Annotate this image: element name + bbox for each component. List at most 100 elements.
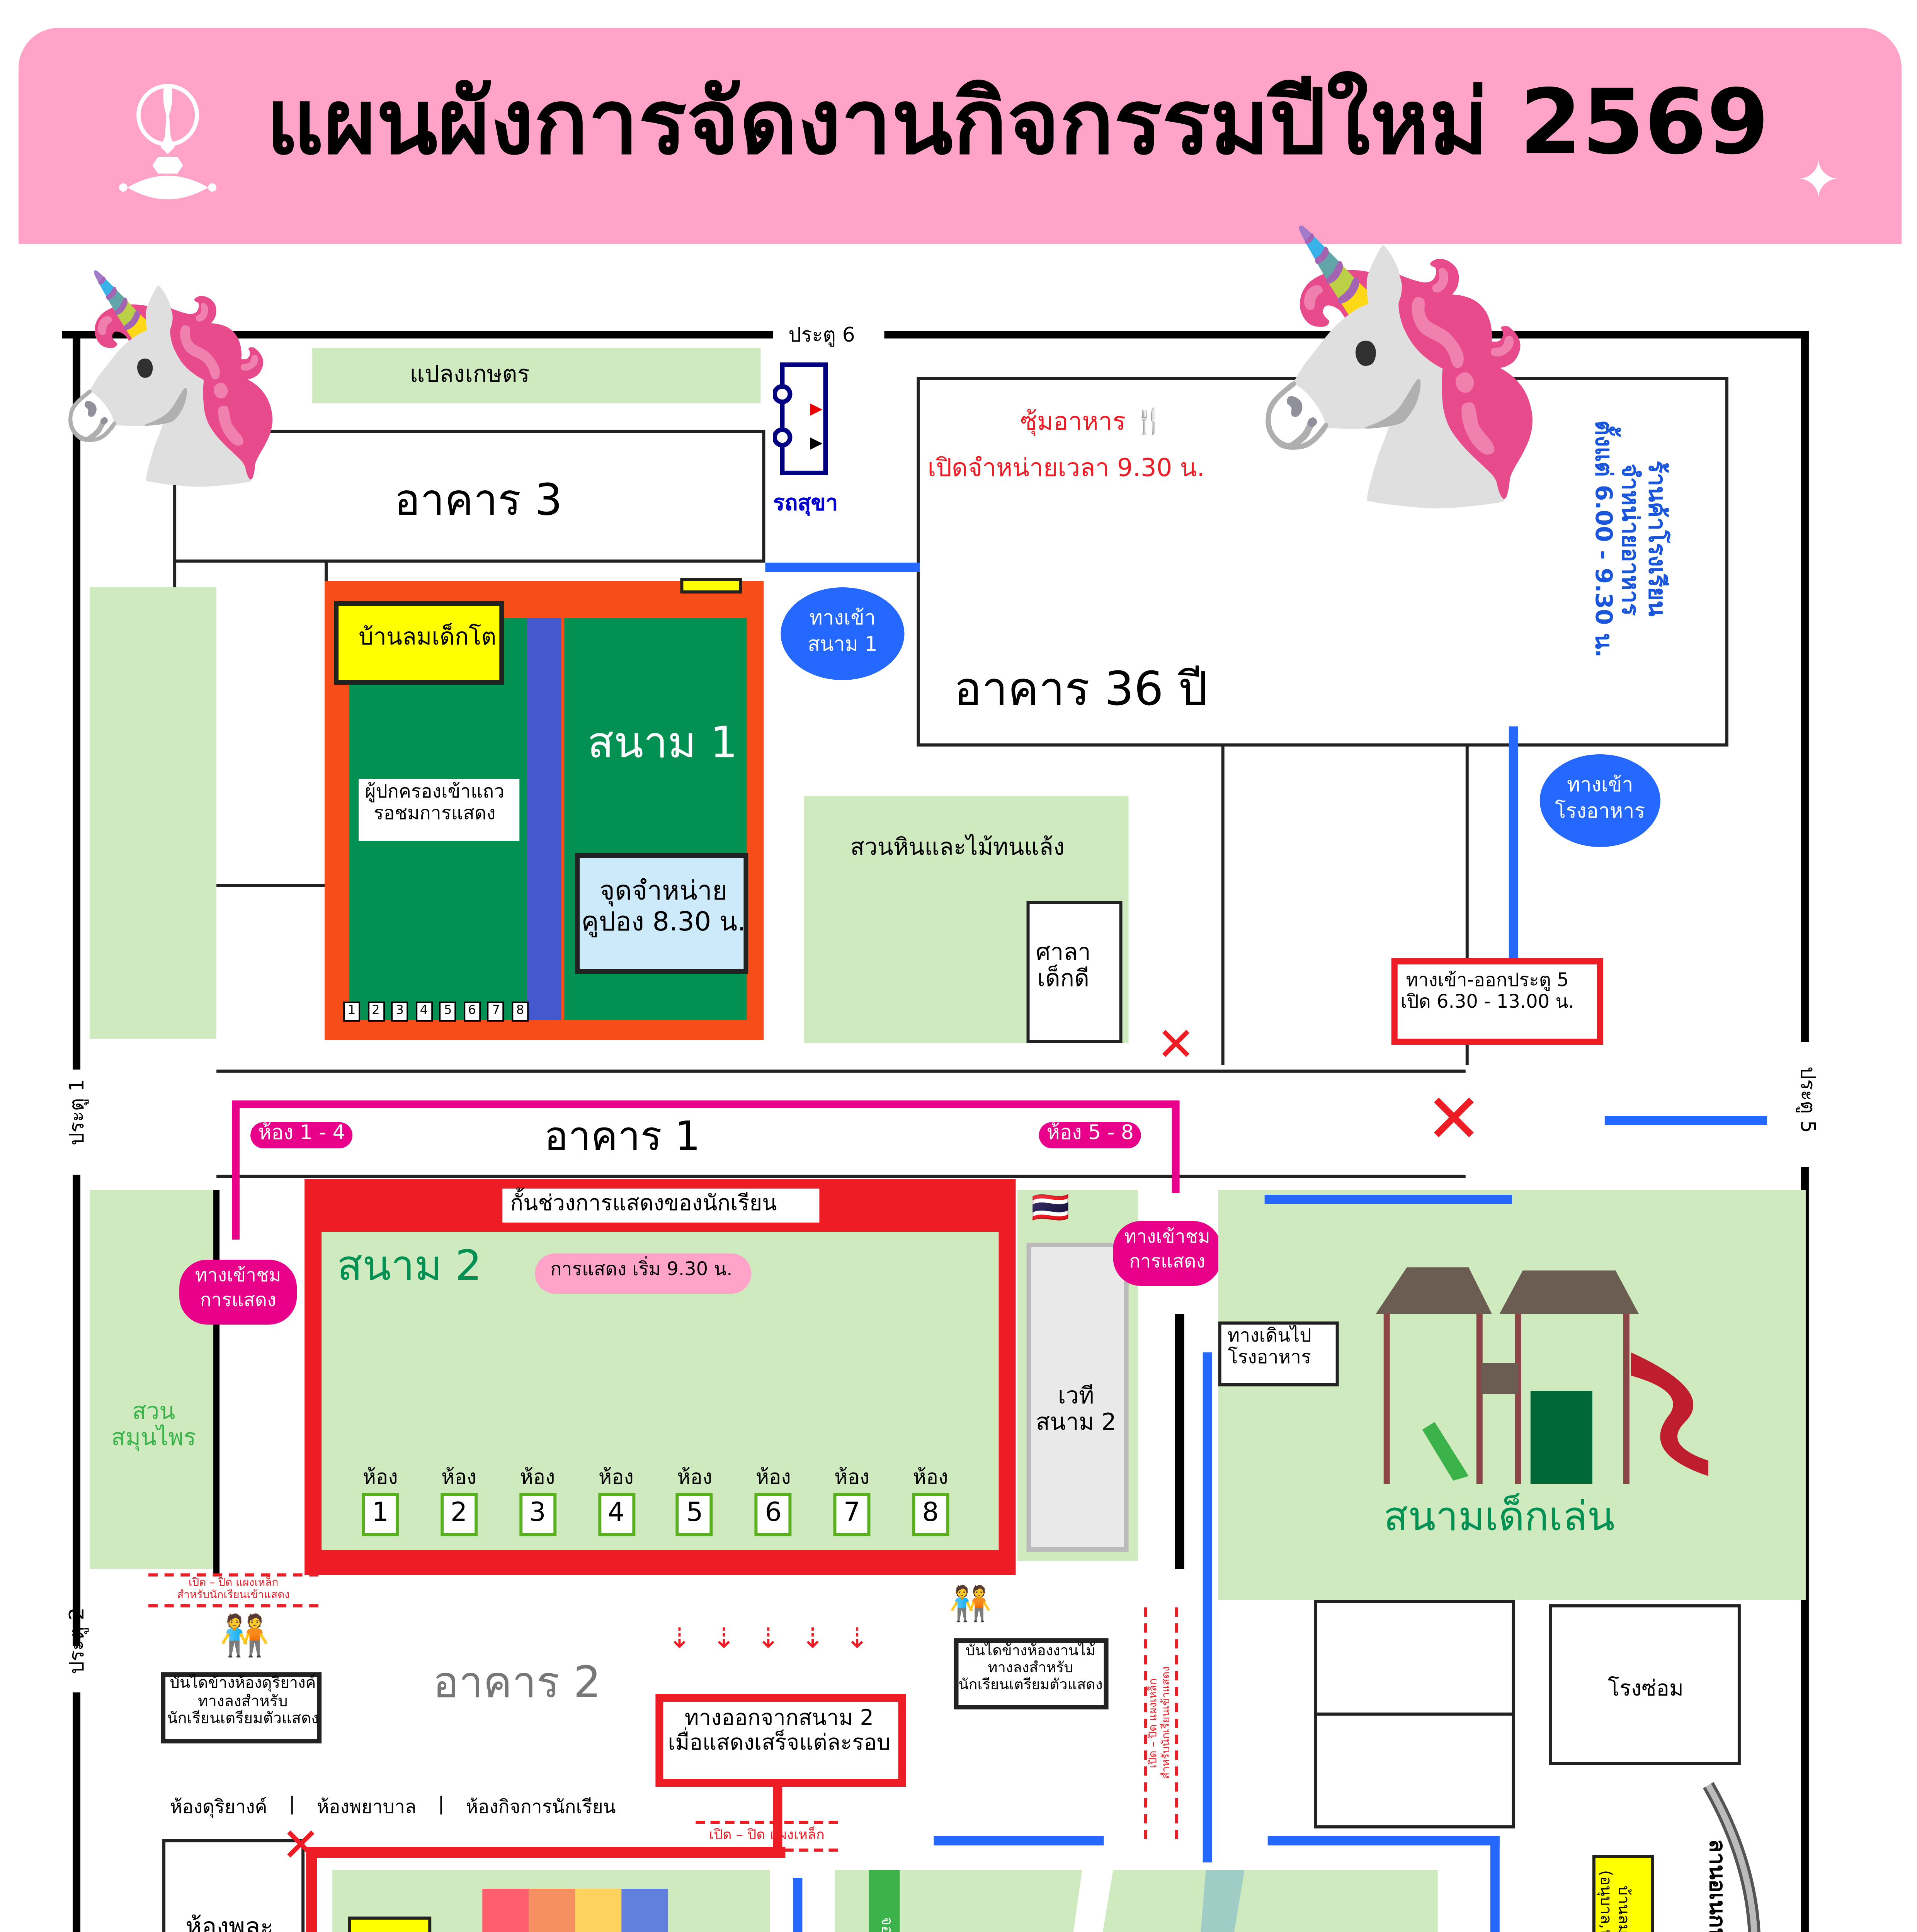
red-route-field3-top: [306, 1847, 786, 1858]
playground-lawn: [1218, 1190, 1806, 1600]
gate-6-label: ประตู 6: [788, 325, 855, 348]
show-time-badge: [535, 1253, 752, 1294]
students-icon-left: 🧑‍🤝‍🧑: [219, 1614, 270, 1660]
field-1-room-3: 3: [391, 1002, 408, 1022]
room-number: 8: [912, 1493, 949, 1536]
room-label: ห้อง: [362, 1467, 398, 1490]
farm-plot-label: แปลงเกษตร: [410, 360, 530, 388]
blue-route-playground-vertical: [1203, 1352, 1212, 1862]
field-1-room-1: 1: [343, 1002, 361, 1022]
room-label: ห้อง: [598, 1467, 634, 1490]
room-label: ห้อง: [755, 1467, 791, 1490]
red-arrow-down-icon: ⇣: [712, 1623, 736, 1655]
road-strip-1: [869, 1870, 900, 1932]
pe-room-label: ห้องพละ: [185, 1912, 274, 1932]
header-banner: แผนผังการจัดงานกิจกรรมปีใหม่ 2569 ✦: [19, 28, 1902, 244]
botanical-garden: [835, 1870, 1438, 1932]
page-title: แผนผังการจัดงานกิจกรรมปีใหม่ 2569: [266, 70, 1769, 175]
field-2-partition-label-box: [502, 1189, 820, 1223]
room-number: 5: [676, 1493, 713, 1536]
booth-3: [575, 1889, 622, 1932]
kindergarten-bouncy-box: [1592, 1855, 1654, 1932]
herb-garden-wall: [213, 1190, 220, 1577]
food-booth-time: เปิดจำหน่ายเวลา 9.30 น.: [927, 453, 1205, 482]
blue-route-right-vertical: [1490, 1836, 1500, 1932]
parent-queue-box: [359, 779, 520, 841]
pavilion: [1026, 901, 1123, 1043]
red-arrow-down-icon: ⇣: [668, 1623, 691, 1655]
blue-arrow-right: [934, 1836, 1104, 1845]
gate-5-notice-text: ทางเข้า-ออกประตู 5 เปิด 6.30 - 13.00 น.: [1400, 969, 1574, 1012]
viewer-entrance-right: ทางเข้าชม การแสดง: [1113, 1221, 1221, 1286]
blocked-x-icon: ✕: [1425, 1080, 1483, 1159]
walkway-label: ทางเดินไป โรงอาหาร: [1227, 1325, 1311, 1368]
rooms-1-4-tag: ห้อง 1 - 4: [250, 1122, 353, 1148]
stairs-left-box: [161, 1672, 322, 1743]
field-1-room-8: 8: [512, 1002, 529, 1022]
gate-notice-left: เปิด – ปิด แผงเหล็ก สำหรับนักเรียนเข้าแส…: [148, 1573, 319, 1607]
playground-equipment-icon: [1376, 1267, 1708, 1484]
thai-flag-icon: 🇹🇭: [1031, 1189, 1070, 1226]
field-1-room-6: 6: [463, 1002, 481, 1022]
building-3: [173, 430, 765, 563]
closed-x-icon: ✕: [1156, 1019, 1196, 1073]
building-2-rooms: ห้องดุริยางค์| ห้องพยาบาล| ห้องกิจการนัก…: [170, 1793, 850, 1824]
room-label: ห้อง: [441, 1467, 477, 1490]
multi-purpose-label: ลานอเนกประสงค์: [1704, 1839, 1729, 1932]
building-2-label: อาคาร 2: [433, 1657, 601, 1708]
gate-2-label: ประตู 2: [66, 1607, 90, 1674]
field-2-stage-label: เวที สนาม 2: [1036, 1382, 1116, 1436]
booth-1: [482, 1889, 529, 1932]
gate-notice-vertical: เปิด – ปิด แผงเหล็ก สำหรับนักเรียนเข้าแส…: [1144, 1607, 1178, 1839]
field-2-exit-box: [655, 1694, 906, 1787]
parent-queue-label: ผู้ปกครองเข้าแถว รอชมการแสดง: [365, 781, 505, 824]
field-1-top-marker: [680, 578, 742, 594]
pe-room: [162, 1839, 305, 1932]
viewer-entrance-left: ทางเข้าชม การแสดง: [179, 1260, 297, 1325]
red-arrow-down-icon: ⇣: [757, 1623, 780, 1655]
students-icon-right: 🧑‍🤝‍🧑: [949, 1586, 992, 1624]
canteen-entrance-badge: ทางเข้า โรงอาหาร: [1539, 754, 1660, 847]
room-nurse: ห้องพยาบาล: [316, 1796, 417, 1818]
walkway-label-box: [1218, 1321, 1339, 1386]
field-1-room-5: 5: [439, 1002, 457, 1022]
repair-shop-label: โรงซ่อม: [1607, 1677, 1684, 1702]
gate-5-notice: [1391, 958, 1603, 1045]
unnamed-building-bottom: [1314, 1713, 1515, 1828]
school-shop-label: ร้านค้าโรงเรียน จำหน่ายอาหาร ตั้งแต่ 6.0…: [1589, 420, 1671, 658]
room-number: 7: [833, 1493, 871, 1536]
room-divider: |: [438, 1793, 444, 1815]
wall-left-mid: [73, 1175, 81, 1646]
school-emblem-icon: [119, 84, 217, 199]
pink-route-left-down: [232, 1100, 240, 1240]
room-divider: |: [289, 1793, 295, 1815]
field-2-label: สนาม 2: [337, 1243, 482, 1291]
building-1-label: อาคาร 1: [544, 1114, 701, 1161]
food-booth-title: ซุ้มอาหาร 🍴: [1021, 407, 1165, 437]
playground-label: สนามเด็กเล่น: [1383, 1495, 1615, 1541]
intl-food-booths: [482, 1889, 668, 1932]
unnamed-building-top: [1314, 1600, 1515, 1716]
herb-garden: [90, 1190, 214, 1569]
show-time-label: การแสดง เริ่ม 9.30 น.: [550, 1258, 733, 1280]
restroom-bus-icon: [773, 362, 828, 475]
rock-garden-label: สวนหินและไม้ทนแล้ง: [850, 833, 1065, 861]
field-2-room-3: ห้อง 3: [519, 1461, 556, 1538]
building-36: [917, 377, 1728, 747]
room-number: 6: [755, 1493, 792, 1536]
field-1-room-2: 2: [367, 1002, 384, 1022]
gate-1-label: ประตู 1: [66, 1079, 90, 1146]
field-1-room-markers: 1 2 3 4 5 6 7 8: [343, 1002, 529, 1029]
room-number: 3: [519, 1493, 556, 1536]
playground-walk-wall: [1175, 1314, 1184, 1569]
room-label: ห้อง: [520, 1467, 555, 1490]
room-number: 1: [362, 1493, 399, 1536]
room-student-affairs: ห้องกิจการนักเรียน: [466, 1796, 616, 1818]
field-1-court-divider: [527, 618, 561, 1020]
blue-arrow-left: [1267, 1836, 1500, 1845]
stairs-right-label: บันไดข้างห้องงานไม้ ทางลงสำหรับ นักเรียน…: [958, 1643, 1103, 1694]
